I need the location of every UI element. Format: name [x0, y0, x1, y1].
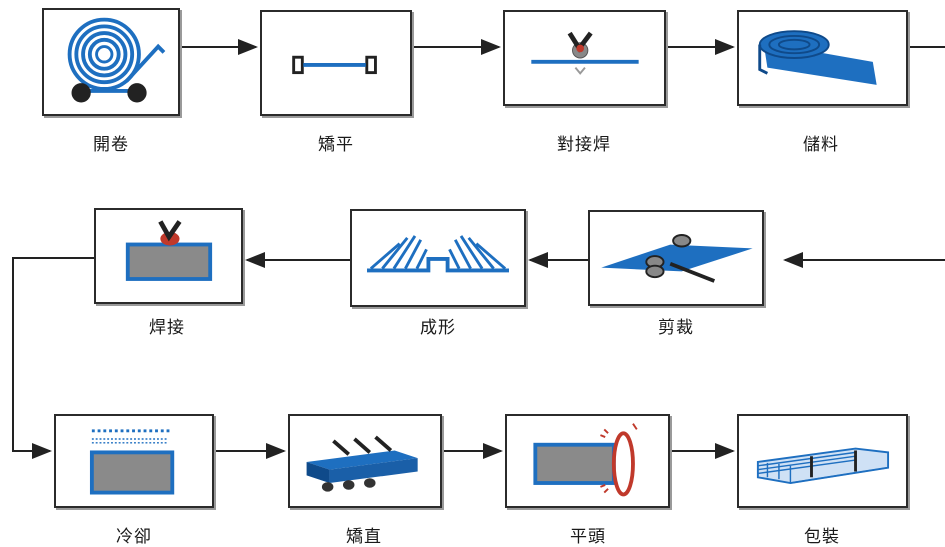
shear-rollers-icon	[601, 234, 753, 283]
end-facing-ring-icon	[533, 423, 638, 497]
step-label-leveling: 矯平	[318, 135, 354, 155]
leveling-strip-icon	[292, 55, 377, 75]
step-butt-welding	[503, 10, 666, 106]
arrow-welding-to-cooling	[12, 257, 94, 459]
step-label-cooling: 冷卻	[116, 527, 152, 547]
step-label-straightening: 矯直	[346, 527, 382, 547]
step-accumulator	[737, 10, 908, 106]
step-label-packing: 包裝	[804, 527, 840, 547]
step-cutting	[505, 414, 670, 508]
step-shearing	[588, 210, 764, 306]
seam-weld-torch-icon	[125, 220, 213, 281]
coil-reel-icon	[67, 17, 166, 103]
step-label-accumulator: 儲料	[803, 135, 839, 155]
step-forming	[350, 209, 526, 307]
butt-weld-torch-icon	[531, 31, 639, 75]
strip-accumulator-icon	[758, 30, 877, 85]
step-welding	[94, 208, 243, 304]
cooling-spray-icon	[89, 429, 175, 495]
tube-bundle-icon	[756, 447, 890, 484]
step-label-welding: 焊接	[149, 318, 185, 338]
step-label-shearing: 剪裁	[658, 318, 694, 338]
step-uncoiling	[42, 8, 180, 116]
step-straightening	[288, 414, 442, 508]
step-label-butt-welding: 對接焊	[557, 135, 611, 155]
step-label-cutting: 平頭	[570, 527, 606, 547]
step-leveling	[260, 10, 412, 116]
straightening-rolls-icon	[306, 435, 418, 492]
step-label-uncoiling: 開卷	[93, 135, 129, 155]
step-packing	[737, 414, 908, 508]
step-cooling	[54, 414, 214, 508]
roll-forming-icon	[367, 235, 509, 273]
step-label-forming: 成形	[420, 318, 456, 338]
